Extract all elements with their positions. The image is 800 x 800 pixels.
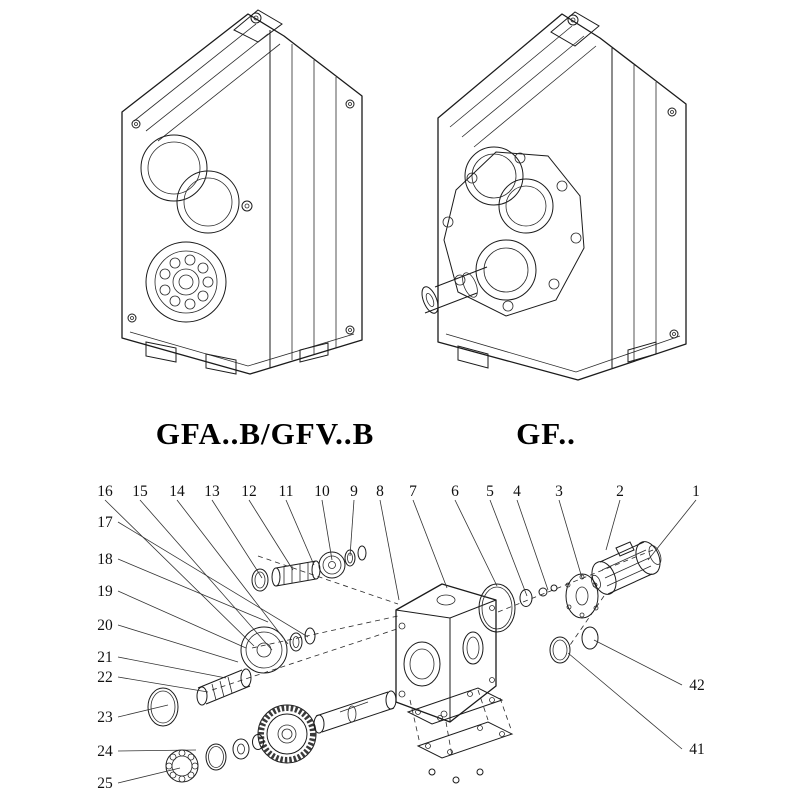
callout-number-17: 17 xyxy=(97,514,113,531)
gearbox-gf-drawing xyxy=(421,11,687,381)
input-seal-parts xyxy=(478,583,558,633)
leader-line-41 xyxy=(567,652,683,750)
callout-number-11: 11 xyxy=(279,483,294,500)
gear-bores xyxy=(140,134,253,234)
leader-line-16 xyxy=(104,499,255,647)
leader-line-4 xyxy=(516,499,549,591)
leader-line-1 xyxy=(647,499,697,561)
leader-line-8 xyxy=(379,499,400,601)
leader-line-42 xyxy=(593,639,683,686)
side-ribs xyxy=(291,44,337,360)
callout-leader-lines xyxy=(104,499,697,784)
intermediate-gear-parts xyxy=(240,626,316,674)
housing-bolts xyxy=(667,107,679,339)
callout-number-24: 24 xyxy=(97,743,113,760)
cooling-ribs-top xyxy=(133,23,281,142)
callout-number-23: 23 xyxy=(97,709,113,726)
leader-line-2 xyxy=(605,499,621,551)
leader-line-12 xyxy=(248,499,294,571)
output-shaft-exploded xyxy=(313,690,397,734)
assembly-axis-lines xyxy=(211,547,659,757)
model-label-right: GF.. xyxy=(516,416,576,451)
leader-line-18 xyxy=(117,558,269,623)
callout-number-42: 42 xyxy=(689,677,705,694)
cooling-ribs-top xyxy=(449,25,597,148)
callout-number-8: 8 xyxy=(376,483,384,500)
callout-number-1: 1 xyxy=(692,483,700,500)
leader-line-6 xyxy=(454,499,498,587)
motor-side-rings xyxy=(549,626,599,664)
leader-line-13 xyxy=(211,499,263,579)
callout-number-4: 4 xyxy=(513,483,521,500)
gearbox-gf-silhouette xyxy=(437,13,687,381)
callout-number-12: 12 xyxy=(241,483,257,500)
callout-numbers: 1234567891011121314151617181920212223242… xyxy=(97,483,705,792)
leader-line-24 xyxy=(117,749,197,752)
leader-line-9 xyxy=(349,499,355,557)
callout-number-22: 22 xyxy=(97,669,113,686)
callout-number-13: 13 xyxy=(204,483,220,500)
callout-number-19: 19 xyxy=(97,583,113,600)
output-bearing xyxy=(145,241,227,323)
top-boss xyxy=(550,11,600,47)
leader-line-11 xyxy=(285,499,315,566)
gasket-plates xyxy=(406,687,514,784)
motor-unit xyxy=(591,541,662,595)
leader-line-7 xyxy=(412,499,448,589)
leader-line-17 xyxy=(117,521,309,638)
callout-number-9: 9 xyxy=(350,483,358,500)
output-shaft xyxy=(421,266,488,314)
callout-number-41: 41 xyxy=(689,741,705,758)
leader-line-23 xyxy=(117,704,169,718)
exploded-view-diagram: 1234567891011121314151617181920212223242… xyxy=(97,483,705,792)
leader-line-5 xyxy=(489,499,528,597)
mounting-feet xyxy=(129,331,355,375)
callout-number-5: 5 xyxy=(486,483,494,500)
pinion-shaft xyxy=(196,668,252,706)
leader-line-22 xyxy=(117,676,209,693)
leader-line-3 xyxy=(558,499,583,579)
callout-number-21: 21 xyxy=(97,649,113,666)
leader-line-25 xyxy=(117,767,181,784)
callout-number-2: 2 xyxy=(616,483,624,500)
leader-line-14 xyxy=(176,499,289,645)
output-bearing-parts xyxy=(165,734,264,783)
large-seal-ring xyxy=(147,687,179,727)
leader-line-21 xyxy=(117,656,227,679)
callout-number-25: 25 xyxy=(97,775,113,792)
housing xyxy=(395,583,497,723)
callout-number-10: 10 xyxy=(314,483,330,500)
callout-number-6: 6 xyxy=(451,483,459,500)
callout-number-7: 7 xyxy=(409,483,417,500)
side-ribs xyxy=(633,65,657,360)
callout-number-14: 14 xyxy=(169,483,185,500)
gearbox-gfab-silhouette xyxy=(121,13,363,375)
top-boss xyxy=(233,9,283,43)
callout-number-3: 3 xyxy=(555,483,563,500)
callout-number-15: 15 xyxy=(132,483,148,500)
leader-line-19 xyxy=(117,590,247,649)
mounting-feet xyxy=(445,333,681,373)
gearbox-gfab-drawing xyxy=(121,9,363,375)
callout-number-16: 16 xyxy=(97,483,113,500)
leader-line-10 xyxy=(321,499,333,561)
model-label-left: GFA..B/GFV..B xyxy=(156,416,375,451)
gear-bores xyxy=(464,146,554,234)
housing-bolts xyxy=(127,99,355,335)
output-flange xyxy=(442,151,585,317)
callout-number-20: 20 xyxy=(97,617,113,634)
output-gear xyxy=(257,704,317,764)
callout-number-18: 18 xyxy=(97,551,113,568)
leader-line-20 xyxy=(117,624,239,663)
